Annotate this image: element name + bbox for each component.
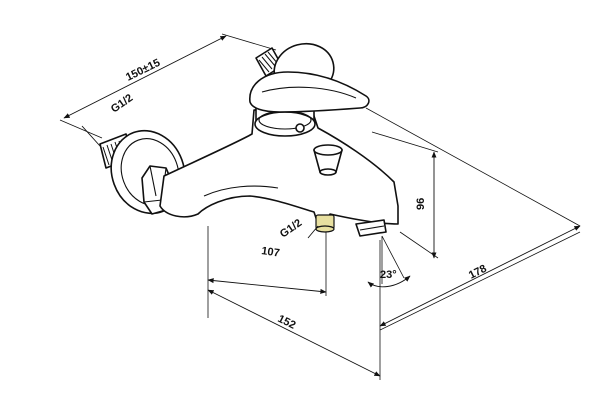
dim-outlet-offset-label: 107	[261, 245, 281, 259]
dim-centers: 150±15	[59, 33, 277, 139]
dim-inlet-thread-label: G1/2	[109, 92, 135, 116]
dim-spout-reach: 152	[207, 240, 381, 380]
dim-spout-reach-label: 152	[276, 313, 298, 332]
dim-outlet-thread: G1/2	[278, 217, 319, 241]
dim-angle-label: 23°	[380, 269, 397, 281]
diverter-knob	[313, 144, 343, 176]
dim-outlet-offset: 107	[207, 226, 327, 296]
dim-angle: 23°	[367, 235, 411, 288]
lever-handle	[249, 71, 370, 113]
dim-depth: 178	[365, 107, 581, 331]
mixer-handle	[249, 71, 370, 137]
dim-centers-label: 150±15	[124, 57, 162, 84]
spout-aerator	[355, 219, 387, 237]
shower-outlet	[315, 214, 335, 233]
dim-height-label: 96	[415, 198, 427, 210]
dim-outlet-thread-label: G1/2	[278, 217, 304, 241]
dim-depth-label: 178	[467, 263, 489, 282]
handle-screw-cap	[295, 123, 305, 133]
